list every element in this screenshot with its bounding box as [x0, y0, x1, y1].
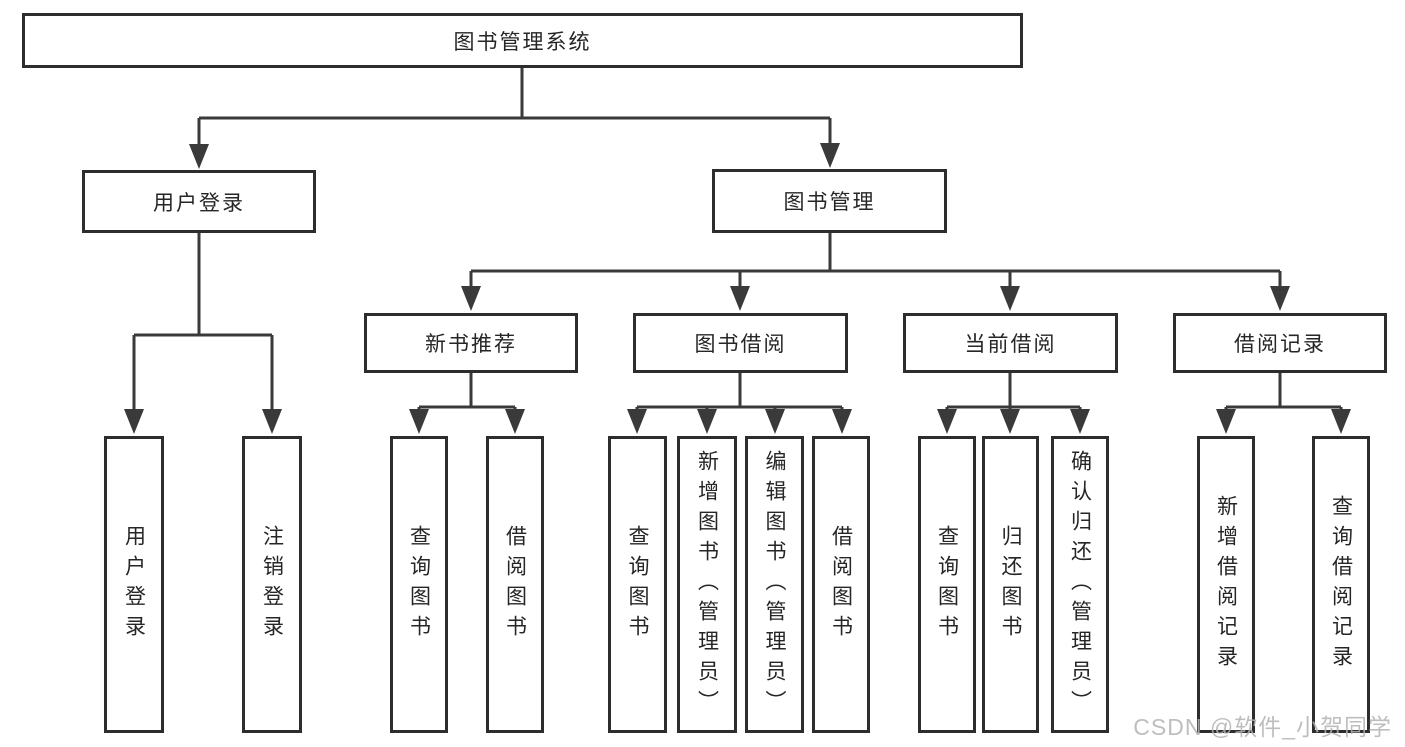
leaf-borrow-books-borrowing: 借阅图书	[812, 436, 870, 733]
node-borrowing-records: 借阅记录	[1173, 313, 1387, 373]
leaf-query-books-current-label: 查询图书	[935, 524, 959, 645]
watermark-text: CSDN @软件_小贺同学	[1133, 714, 1392, 740]
leaf-add-borrow-record: 新增借阅记录	[1197, 436, 1255, 733]
leaf-user-login-label: 用户登录	[122, 524, 146, 645]
node-user-login-branch: 用户登录	[82, 170, 316, 233]
arrow-down-icon	[1216, 409, 1236, 434]
node-current-borrowing-label: 当前借阅	[964, 333, 1057, 356]
arrow-down-icon	[730, 286, 750, 311]
leaf-query-borrow-record: 查询借阅记录	[1312, 436, 1370, 733]
node-current-borrowing: 当前借阅	[903, 313, 1118, 373]
leaf-query-books-recommend-label: 查询图书	[407, 524, 431, 645]
arrow-down-icon	[409, 409, 429, 434]
leaf-borrow-books-recommend: 借阅图书	[486, 436, 544, 733]
leaf-add-books-admin: 新增图书（管理员）	[677, 436, 737, 733]
node-library-system: 图书管理系统	[22, 13, 1023, 68]
arrow-down-icon	[505, 409, 525, 434]
node-book-borrowing-label: 图书借阅	[694, 333, 787, 356]
leaf-user-login: 用户登录	[104, 436, 164, 733]
leaf-edit-books-admin: 编辑图书（管理员）	[745, 436, 804, 733]
node-new-book-recommend-label: 新书推荐	[425, 333, 517, 356]
leaf-query-books-borrowing-label: 查询图书	[626, 524, 649, 645]
node-library-system-label: 图书管理系统	[453, 30, 592, 54]
arrow-down-icon	[1000, 409, 1020, 434]
leaf-borrow-books-recommend-label: 借阅图书	[503, 524, 527, 645]
arrow-down-icon	[1070, 409, 1090, 434]
node-user-login-branch-label: 用户登录	[153, 191, 245, 215]
arrow-down-icon	[189, 144, 209, 169]
arrow-down-icon	[627, 409, 647, 434]
arrow-down-icon	[1331, 409, 1351, 434]
leaf-query-books-recommend: 查询图书	[390, 436, 448, 733]
node-book-management-branch: 图书管理	[712, 169, 947, 233]
leaf-return-books: 归还图书	[982, 436, 1039, 733]
arrow-down-icon	[461, 286, 481, 311]
arrow-down-icon	[820, 143, 840, 168]
leaf-return-books-label: 归还图书	[999, 524, 1022, 645]
node-new-book-recommend: 新书推荐	[364, 313, 578, 373]
arrow-down-icon	[697, 409, 717, 434]
leaf-add-borrow-record-label: 新增借阅记录	[1214, 494, 1238, 675]
leaf-confirm-return-admin-label: 确认归还（管理员）	[1068, 449, 1092, 720]
leaf-logout-login: 注销登录	[242, 436, 302, 733]
leaf-edit-books-admin-label: 编辑图书（管理员）	[763, 449, 786, 720]
leaf-query-books-current: 查询图书	[918, 436, 976, 733]
leaf-confirm-return-admin: 确认归还（管理员）	[1051, 436, 1109, 733]
arrow-down-icon	[1270, 286, 1290, 311]
leaf-query-books-borrowing: 查询图书	[608, 436, 667, 733]
arrow-down-icon	[937, 409, 957, 434]
node-book-borrowing: 图书借阅	[633, 313, 848, 373]
arrow-down-icon	[124, 409, 144, 434]
arrow-down-icon	[262, 409, 282, 434]
arrow-down-icon	[1000, 286, 1020, 311]
leaf-logout-login-label: 注销登录	[260, 524, 284, 645]
leaf-query-borrow-record-label: 查询借阅记录	[1329, 494, 1353, 675]
leaf-borrow-books-borrowing-label: 借阅图书	[829, 524, 853, 645]
leaf-add-books-admin-label: 新增图书（管理员）	[695, 449, 719, 720]
node-book-management-branch-label: 图书管理	[783, 191, 876, 214]
node-borrowing-records-label: 借阅记录	[1234, 333, 1326, 356]
arrow-down-icon	[832, 409, 852, 434]
arrow-down-icon	[765, 409, 785, 434]
